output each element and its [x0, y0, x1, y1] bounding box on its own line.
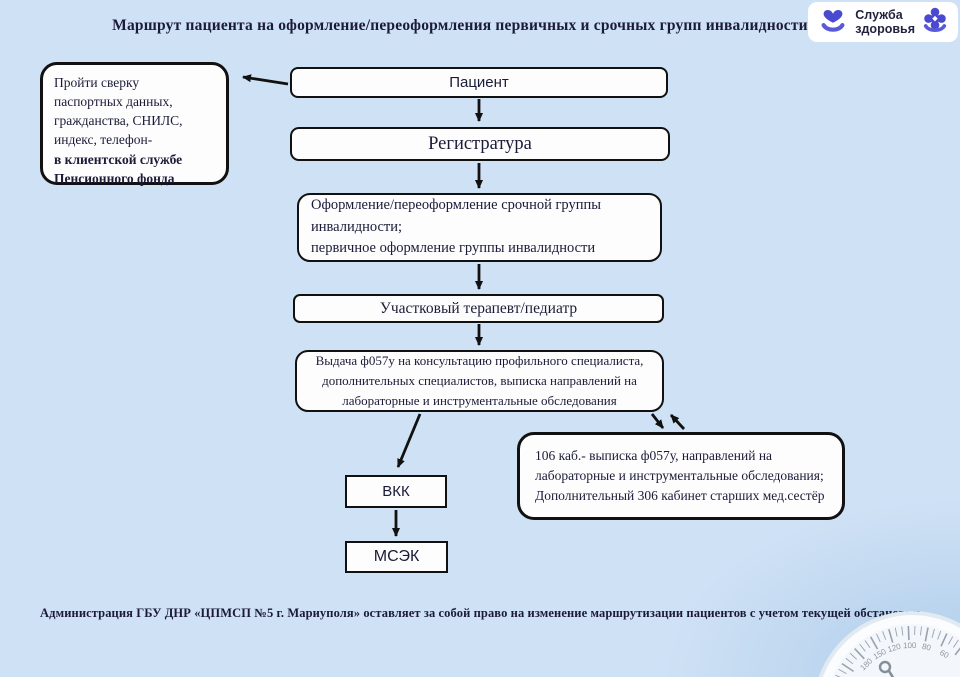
medical-cross-icon — [922, 5, 948, 39]
node-cabinet-106: 106 каб.- выписка ф057у, направлений на … — [517, 432, 845, 520]
svg-text:120: 120 — [887, 642, 903, 654]
node-patient: Пациент — [290, 67, 668, 98]
node-registry: Регистратура — [290, 127, 670, 161]
node-vkk: ВКК — [345, 475, 447, 508]
node-f057-referral: Выдача ф057у на консультацию профильного… — [295, 350, 664, 412]
heart-icon — [818, 5, 848, 39]
callout-text-bold: в клиентской службе Пенсионного фонда — [54, 151, 183, 186]
node-pension-fund-note: Пройти сверку паспортных данных, граждан… — [40, 62, 229, 186]
callout-text: Пройти сверку паспортных данных, граждан… — [54, 75, 183, 148]
arrow-referral-to-vkk — [396, 413, 422, 468]
arrow-referral-to-cab106 — [650, 413, 665, 429]
page-title: Маршрут пациента на оформление/переоформ… — [112, 17, 808, 34]
footer-disclaimer: Администрация ГБУ ДНР «ЦПМСП №5 г. Мариу… — [40, 606, 920, 620]
arrow-cab106-to-referral — [669, 414, 686, 430]
node-msek: МСЭК — [345, 541, 448, 573]
logo-text: Служба здоровья — [855, 8, 915, 36]
svg-text:80: 80 — [921, 642, 932, 653]
svg-text:100: 100 — [903, 641, 917, 650]
node-therapist: Участковый терапевт/педиатр — [293, 294, 664, 323]
node-disability-processing: Оформление/переоформление срочной группы… — [297, 193, 662, 262]
health-service-logo: Служба здоровья — [808, 2, 958, 42]
arrow-patient-to-note — [242, 74, 289, 86]
